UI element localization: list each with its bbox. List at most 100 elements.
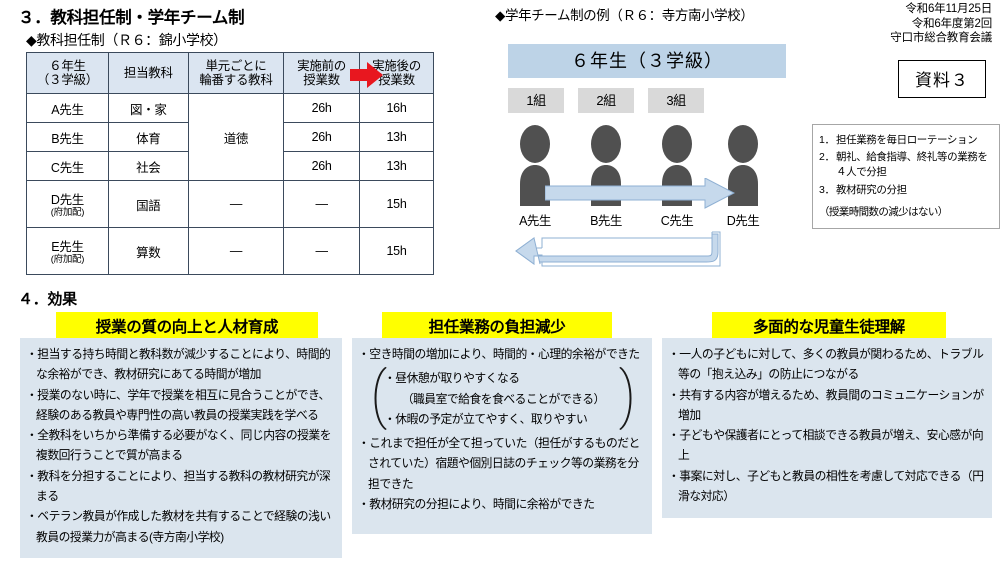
teacher-label-b: B先生	[590, 214, 622, 228]
cell-subject: 算数	[107, 227, 189, 275]
effect-sub-item: ・昼休憩が取りやすくなる	[384, 371, 520, 386]
effect-item: ・教材研究の分担により、時間に余裕ができた	[358, 496, 595, 511]
teacher-label-a: A先生	[519, 214, 551, 228]
table-body: A先生 図・家 道徳 26h 16h B先生 体育 26h 13h C先生 社会…	[26, 93, 434, 275]
effect-item: ・これまで担任が全て担っていた（担任がするものだとされていた）宿題や個別日誌のチ…	[358, 436, 640, 491]
right-bracket-icon	[618, 366, 640, 431]
section3-title: ３．教科担任制・学年チーム制	[18, 9, 245, 27]
cell-after: 15h	[359, 227, 434, 275]
document-label-box: 資料３	[898, 60, 986, 98]
effect-item: ・空き時間の増加により、時間的・心理的余裕ができた	[358, 347, 640, 361]
effect-heading-understanding: 多面的な児童生徒理解	[712, 312, 946, 341]
cell-teacher: C先生	[26, 151, 109, 181]
effect-item: ・子どもや保護者にとって相談できる教員が増え、安心感が向上	[668, 428, 984, 463]
header-rotate-main: 単元ごとに	[205, 58, 267, 73]
rotation-note-item: 2． 朝礼、給食指導、終礼等の業務を４人で分担	[819, 150, 991, 180]
note-text: 担任業務を毎日ローテーション	[836, 134, 978, 146]
cell-subject: 体育	[107, 122, 189, 152]
header-rotate-sub: 輪番する教科	[199, 72, 273, 87]
left-bracket-icon	[366, 366, 388, 431]
cell-teacher-note: (府加配)	[50, 254, 85, 266]
header-rotate: 単元ごとに 輪番する教科	[187, 52, 285, 94]
meeting-name: 守口市総合教育会議	[890, 32, 992, 45]
effect-item: ・ベテラン教員が作成した教材を共有することで経験の浅い教員の授業力が高まる(寺方…	[26, 509, 331, 544]
effect-item: ・教科を分担することにより、担当する教科の教材研究が深まる	[26, 468, 331, 503]
class-chip-1: 1組	[508, 88, 564, 113]
effect-heading-workload: 担任業務の負担減少	[382, 312, 612, 341]
effect-item: ・全教科をいちから準備する必要がなく、同じ内容の授業を複数回行うことで質が高まる	[26, 428, 332, 463]
cell-teacher: D先生 (府加配)	[26, 180, 109, 228]
rotation-note-item: 3． 教材研究の分担	[819, 183, 991, 198]
effect-item: ・一人の子どもに対して、多くの教員が関わるため、トラブル等の「抱え込み」の防止に…	[668, 347, 984, 382]
cell-after: 16h	[359, 93, 434, 123]
effect-heading-quality: 授業の質の向上と人材育成	[56, 312, 318, 341]
class-chip-2: 2組	[578, 88, 634, 113]
subject-table-subtitle: ◆教科担任制（Ｒ６：錦小学校）	[26, 32, 227, 48]
subject-assignment-table: ６年生 （３学級） 担当教科 単元ごとに 輪番する教科 実施前の 授業数 実施後…	[26, 52, 434, 275]
note-number: 2．	[819, 151, 835, 164]
header-subject: 担当教科	[107, 52, 189, 94]
cell-before: —	[283, 227, 361, 275]
table-header: ６年生 （３学級） 担当教科 単元ごとに 輪番する教科 実施前の 授業数 実施後…	[26, 52, 434, 94]
header-after: 実施後の 授業数	[359, 52, 434, 94]
note-number: 3．	[819, 183, 835, 196]
cell-before: 26h	[283, 122, 361, 152]
header-after-main: 実施後の	[372, 58, 421, 73]
effect-bracket-group: ・昼休憩が取りやすくなる （職員室で給食を食べることができる） ・休暇の予定が立…	[358, 366, 644, 431]
cell-rotate: —	[187, 180, 285, 228]
header-before-sub: 授業数	[303, 72, 340, 87]
class-chip-3: 3組	[648, 88, 704, 113]
table-row: B先生 体育 26h 13h	[26, 122, 434, 152]
rotation-return-arrow-icon	[512, 226, 737, 287]
effect-item: ・授業のない時に、学年で授業を相互に見合うことができ、経験のある教員や専門性の高…	[26, 387, 330, 422]
effect-body-quality: ・担当する持ち時間と教科数が減少することにより、時間的な余裕ができ、教材研究にあ…	[20, 338, 342, 558]
table-row: A先生 図・家 道徳 26h 16h	[26, 93, 434, 181]
cell-before: 26h	[283, 93, 361, 123]
cell-teacher: A先生	[26, 93, 109, 123]
meeting-header: 令和6年11月25日 令和6年度第2回 守口市総合教育会議	[890, 2, 992, 46]
header-teacher: ６年生 （３学級）	[26, 52, 109, 94]
effect-sub-item: ・休暇の予定が立てやすく、取りやすい	[384, 411, 588, 426]
cell-before: 26h	[283, 151, 361, 181]
note-text: 教材研究の分担	[836, 183, 907, 196]
cell-rotate: —	[187, 227, 285, 275]
rotation-notes-list: 1． 担任業務を毎日ローテーション 2． 朝礼、給食指導、終礼等の業務を４人で分…	[819, 133, 991, 198]
section4-title: ４．効果	[18, 291, 77, 308]
cell-teacher-note: (府加配)	[50, 207, 85, 219]
rotation-note-tail: （授業時間数の減少はない）	[819, 205, 948, 218]
cell-after: 13h	[359, 151, 434, 181]
teacher-figure-icon-a	[512, 124, 558, 206]
header-teacher-main: ６年生	[49, 58, 86, 73]
cell-subject: 図・家	[107, 93, 189, 123]
team-diagram-subtitle: ◆学年チーム制の例（Ｒ６：寺方南小学校）	[495, 8, 754, 23]
meeting-date: 令和6年11月25日	[905, 3, 992, 15]
effect-item: ・事案に対し、子どもと教員の相性を考慮して対応できる（円滑な対応）	[668, 468, 984, 503]
cell-subject: 社会	[107, 151, 189, 181]
cell-after: 15h	[359, 180, 434, 228]
effect-body-understanding: ・一人の子どもに対して、多くの教員が関わるため、トラブル等の「抱え込み」の防止に…	[662, 338, 992, 518]
cell-rotate-merged: 道徳	[187, 93, 285, 181]
header-before: 実施前の 授業数	[283, 52, 361, 94]
table-row: E先生 (府加配) 算数 — — 15h	[26, 227, 434, 275]
cell-teacher-main: E先生	[51, 240, 84, 255]
table-row: C先生 社会 26h 13h	[26, 151, 434, 181]
meeting-session: 令和6年度第2回	[911, 17, 992, 30]
teacher-label-c: C先生	[660, 214, 694, 228]
grade-banner: ６年生（３学級）	[508, 44, 786, 78]
effect-sub-item: （職員室で給食を食べることができる）	[401, 391, 606, 406]
cell-after: 13h	[359, 122, 434, 152]
rotation-forward-arrow-icon	[544, 177, 736, 215]
cell-before: —	[283, 180, 361, 228]
rotation-note-item: 1． 担任業務を毎日ローテーション	[819, 133, 991, 148]
effect-body-workload: ・空き時間の増加により、時間的・心理的余裕ができた ・昼休憩が取りやすくなる （…	[352, 338, 652, 534]
teacher-label-d: D先生	[726, 214, 760, 228]
cell-subject: 国語	[107, 180, 189, 228]
rotation-notes-box: 1． 担任業務を毎日ローテーション 2． 朝礼、給食指導、終礼等の業務を４人で分…	[812, 124, 1000, 230]
header-after-sub: 授業数	[378, 72, 415, 87]
teacher-figure-icon-d	[720, 124, 766, 206]
header-teacher-sub: （３学級）	[36, 72, 98, 87]
cell-teacher: E先生 (府加配)	[26, 227, 109, 275]
table-row: D先生 (府加配) 国語 — — 15h	[26, 180, 434, 228]
note-text: 朝礼、給食指導、終礼等の業務を４人で分担	[836, 151, 988, 179]
effect-item: ・担当する持ち時間と教科数が減少することにより、時間的な余裕ができ、教材研究にあ…	[26, 347, 331, 382]
